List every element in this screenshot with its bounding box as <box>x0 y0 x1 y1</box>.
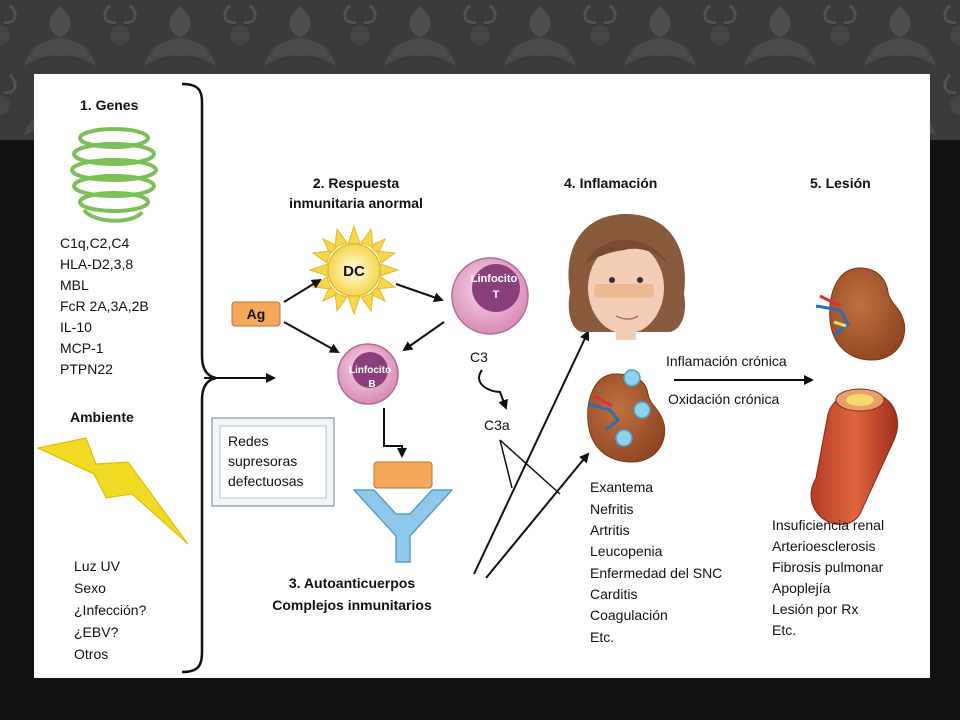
dc-label: DC <box>343 263 365 280</box>
gene-item: HLA-D2,3,8 <box>60 256 133 272</box>
ambiente-item: Sexo <box>74 580 106 596</box>
t-lymphocyte-icon: Linfocito T <box>451 257 529 335</box>
gene-item: MCP-1 <box>60 340 104 356</box>
genes-list: C1q,C2,C4 HLA-D2,3,8 MBL FcR 2A,3A,2B IL… <box>60 235 149 377</box>
b-lymphocyte-icon: Linfocito B <box>337 343 399 405</box>
respuesta-title-line2: inmunitaria anormal <box>289 195 423 211</box>
redes-box: Redes supresoras defectuosas <box>211 417 335 507</box>
inflamed-kidney-icon <box>587 369 666 463</box>
lesion-list: Insuficiencia renal Arterioesclerosis Fi… <box>772 517 884 638</box>
inflamacion-list: Exantema Nefritis Artritis Leucopenia En… <box>590 479 722 645</box>
redes-line1: Redes <box>228 433 268 449</box>
inflamacion-item: Coagulación <box>590 607 668 623</box>
c3a-label: C3a <box>484 417 510 433</box>
redes-line2: supresoras <box>228 453 297 469</box>
antigen-box <box>231 301 281 327</box>
arrow-c3-to-c3a <box>478 369 508 410</box>
dendritic-cell-icon: DC <box>308 224 400 316</box>
pathogenesis-diagram: 1. Genes C1q,C2,C4 HLA-D2,3,8 MBL FcR 2A… <box>36 82 906 674</box>
autoanticuerpos-line2: Complejos inmunitarios <box>272 597 432 613</box>
diagram-panel: 1. Genes C1q,C2,C4 HLA-D2,3,8 MBL FcR 2A… <box>34 74 930 678</box>
ambiente-item: ¿EBV? <box>74 624 119 640</box>
gene-item: C1q,C2,C4 <box>60 235 129 251</box>
gene-item: PTPN22 <box>60 361 113 377</box>
lesion-item: Insuficiencia renal <box>772 517 884 533</box>
inflamacion-item: Nefritis <box>590 501 634 517</box>
lesion-item: Etc. <box>772 622 796 638</box>
inflamacion-item: Leucopenia <box>590 543 663 559</box>
lesion-item: Lesión por Rx <box>772 601 858 617</box>
t-lymphocyte-label-line2: T <box>493 289 500 301</box>
antibody-icon <box>353 461 453 563</box>
inflamacion-item: Exantema <box>590 479 653 495</box>
ambiente-title: Ambiente <box>70 409 134 425</box>
antigen-label: Ag <box>247 306 266 322</box>
response-arrows <box>283 278 445 458</box>
gene-item: FcR 2A,3A,2B <box>60 298 149 314</box>
lesion-item: Apoplejía <box>772 580 831 596</box>
inflamacion-item: Artritis <box>590 522 630 538</box>
ambiente-item: ¿Infección? <box>74 602 147 618</box>
b-lymphocyte-label-line1: Linfocito <box>349 365 391 376</box>
c3-label: C3 <box>470 349 488 365</box>
gene-item: MBL <box>60 277 89 293</box>
autoanticuerpos-line1: 3. Autoanticuerpos <box>289 575 415 591</box>
damaged-kidney-icon <box>815 267 906 361</box>
oxidacion-cronica-label: Oxidación crónica <box>668 391 779 407</box>
respuesta-title-line1: 2. Respuesta <box>313 175 400 191</box>
ambiente-item: Luz UV <box>74 558 121 574</box>
t-lymphocyte-label-line1: Linfocito <box>471 273 518 285</box>
inflamacion-item: Enfermedad del SNC <box>590 565 722 581</box>
inflamacion-item: Carditis <box>590 586 637 602</box>
genes-title: 1. Genes <box>80 97 139 113</box>
inflamacion-cronica-label: Inflamación crónica <box>666 353 787 369</box>
b-lymphocyte-label-line2: B <box>368 379 375 390</box>
woman-face-icon <box>568 214 686 340</box>
ambiente-item: Otros <box>74 646 108 662</box>
lesion-item: Arterioesclerosis <box>772 538 875 554</box>
lesion-item: Fibrosis pulmonar <box>772 559 884 575</box>
c3a-connector-lines <box>499 439 561 495</box>
artery-icon <box>810 388 898 525</box>
ambiente-list: Luz UV Sexo ¿Infección? ¿EBV? Otros <box>74 558 147 662</box>
inflamacion-title: 4. Inflamación <box>564 175 657 191</box>
arrows-to-inflammation <box>473 330 590 579</box>
redes-line3: defectuosas <box>228 473 304 489</box>
dna-coil-icon <box>70 127 158 223</box>
gene-item: IL-10 <box>60 319 92 335</box>
inflamacion-item: Etc. <box>590 629 614 645</box>
lesion-title: 5. Lesión <box>810 175 871 191</box>
lightning-bolt-icon <box>36 437 189 545</box>
